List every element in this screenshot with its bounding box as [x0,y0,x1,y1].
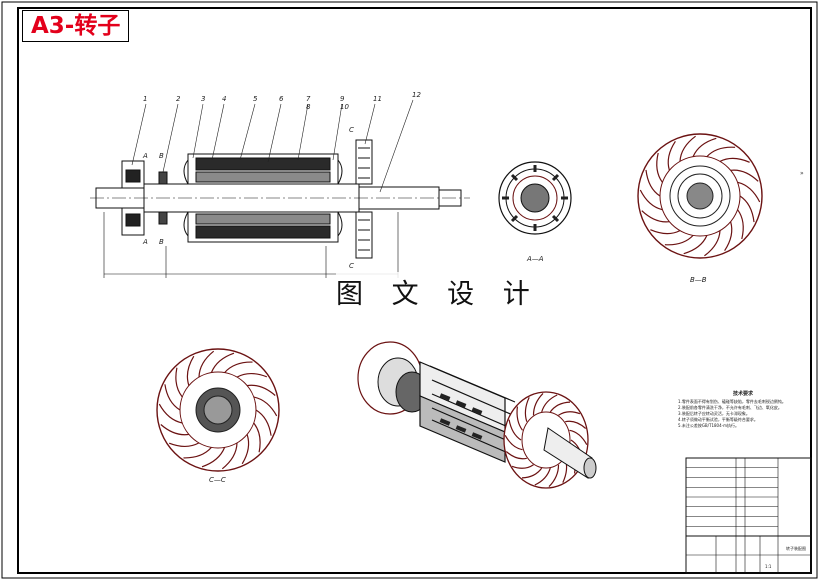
part-number-10: 10 [340,103,349,111]
fan-blade [724,221,733,252]
technical-note-line: 2.装配前各零件清洗干净，不允许有毛刺、飞边、氧化皮。 [678,405,782,410]
technical-note-line: 1.零件表面不得有划伤、磕碰等缺陷，零件去毛刺锐边倒钝。 [678,399,786,404]
fan-blade [210,352,235,373]
section-label-a-a: A—A [527,255,544,263]
fan-blade [247,384,276,396]
technical-notes: 技术要求 1.零件表面不得有划伤、磕碰等缺陷，零件去毛刺锐边倒钝。 2.装配前各… [678,391,808,429]
title-block-drawing-name: 转子装配图 [786,546,806,551]
fan-blade [565,420,587,429]
a-a-segments [502,165,568,231]
fan-blade [221,442,238,470]
cut-mark-a-bottom: A [143,238,148,246]
fan-blade [549,401,571,413]
fan-blade [656,152,663,183]
fan-blade [160,424,189,436]
cut-mark-c-top: C [349,126,354,134]
fan-blade [253,396,278,417]
fan-blade [739,195,755,223]
fan-blade [504,435,523,451]
title-block-scale: 1:1 [765,564,772,569]
cut-mark-b-bottom: B [159,238,164,246]
fan-blade [730,169,759,182]
part-number-8: 8 [306,103,311,111]
fan-blade [541,394,558,413]
fan-blade [704,230,721,257]
fan-blade [253,422,261,453]
fan-blade [168,442,200,448]
section-label-b-b: B—B [690,276,707,284]
part-number-4: 4 [222,95,227,103]
part-number-2: 2 [176,95,181,103]
fan-blade [706,146,736,158]
iso-bars [419,361,516,463]
part-number-3: 3 [201,95,206,103]
cut-mark-a-top: A [143,152,148,160]
fan-blade [667,140,676,171]
fan-blade [508,419,522,441]
cut-mark-b-top: B [159,152,164,160]
fan-blade [183,446,212,459]
fan-blade [719,157,750,163]
fan-blade [158,403,183,424]
fan-blade [534,467,551,486]
iso-slots [439,393,483,440]
fan-blade [516,406,523,431]
inner-frame [17,7,812,574]
part-number-12: 12 [412,91,421,99]
fan-blade [511,464,534,469]
fan-blade [639,189,663,211]
fan-blade [664,234,694,246]
fan-blade [236,372,268,378]
title-block [685,457,812,574]
section-label-c-c: C—C [209,476,226,484]
section-c-c [156,348,280,472]
fan-blade [650,229,681,235]
watermark-text: 图 文 设 计 [336,272,540,311]
fan-blade [175,367,183,398]
c-c-blades [158,350,278,470]
fan-blade [548,464,560,488]
fan-blade [201,447,226,468]
part-number-5: 5 [253,95,258,103]
technical-note-line: 3.装配后转子应转动灵活，无卡滞现象。 [678,411,750,416]
cut-mark-c-bottom: C [349,262,354,270]
part-number-9: 9 [340,95,345,103]
fan-blade [645,169,661,197]
technical-note-line: 5.未注公差按GB/T1804-m执行。 [678,423,739,428]
part-number-6: 6 [279,95,284,103]
part-number-11: 11 [373,95,382,103]
fan-blade [558,411,581,416]
technical-notes-heading: 技术要求 [732,391,753,397]
fan-blade [164,384,181,411]
fan-blade [524,397,530,422]
isometric-rotor-view [357,341,597,489]
fan-blade [505,451,527,460]
b-b-blades [639,135,761,257]
fan-blade [569,429,588,445]
fan-blade [532,392,544,416]
fan-blade [737,209,744,240]
fan-blade [255,409,272,436]
part-number-1: 1 [143,95,148,103]
fan-blade [198,350,215,378]
fan-blade [683,235,708,255]
fan-blade [737,181,761,203]
fan-blade [692,137,717,157]
technical-note-line: 4.转子须做动平衡试验，平衡等级符合要求。 [678,417,758,422]
fan-blade [186,355,195,386]
leader-lines [131,99,414,193]
fan-blade [641,210,670,223]
fan-blade [521,467,543,479]
drawing-title: A3-转子 [22,10,130,42]
main-section-view [90,139,470,278]
section-b-b [637,133,763,259]
section-a-a [498,161,572,235]
part-number-7: 7 [306,95,311,103]
fan-blade [224,361,253,374]
side-mark: » [800,170,804,177]
fan-blade [241,434,250,465]
fan-blade [679,135,696,162]
